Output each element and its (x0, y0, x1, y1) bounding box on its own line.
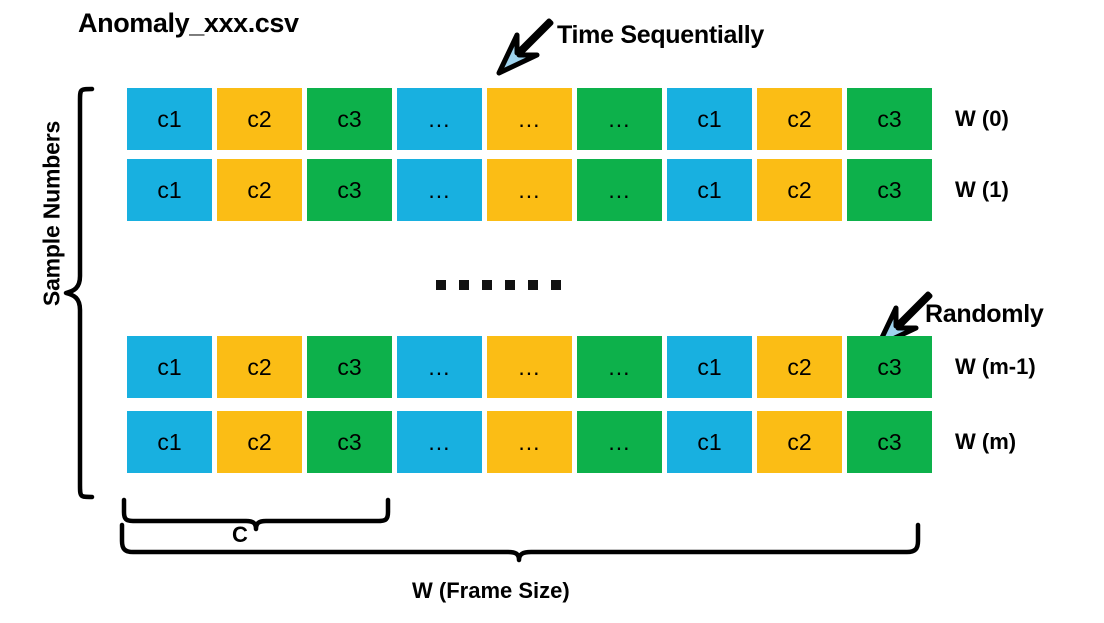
grid-cell-label: c3 (337, 428, 362, 455)
ellipsis-dot (459, 280, 469, 290)
grid-cell: c3 (847, 336, 932, 398)
ellipsis-dot (436, 280, 446, 290)
grid-cell-label: ... (608, 353, 631, 380)
grid-cell-label: c1 (697, 353, 722, 380)
row-label: W (m-1) (955, 354, 1036, 379)
grid-cell-label: ... (518, 428, 541, 455)
grid-cell-label: c2 (247, 105, 272, 132)
grid-cell: c1 (667, 411, 752, 473)
grid-cell: ... (487, 336, 572, 398)
grid-cell-label: c2 (787, 353, 812, 380)
grid-cell-label: c3 (877, 428, 902, 455)
grid-cell: ... (397, 336, 482, 398)
grid-cell: c3 (847, 88, 932, 150)
grid-cell: ... (577, 411, 662, 473)
row-label: W (m) (955, 429, 1017, 454)
grid-cell-label: ... (518, 105, 541, 132)
vertical-ellipsis-dots (436, 280, 561, 290)
grid-cell: c2 (757, 88, 842, 150)
sample-numbers-brace (62, 86, 95, 500)
ellipsis-dot (505, 280, 515, 290)
grid-cell: ... (577, 336, 662, 398)
row-label: W (1) (955, 177, 1009, 202)
time-sequentially-arrow-icon (487, 15, 557, 85)
frame-size-brace-label: W (Frame Size) (412, 578, 570, 603)
grid-cell-label: ... (608, 176, 631, 203)
grid-cell: c1 (127, 159, 212, 221)
grid-cell-label: ... (428, 428, 451, 455)
grid-cell: c3 (307, 88, 392, 150)
grid-cell: c2 (757, 411, 842, 473)
grid-cell-label: c3 (877, 176, 902, 203)
grid-cell: ... (487, 88, 572, 150)
grid-cell-label: c3 (877, 105, 902, 132)
grid-cell-label: c3 (337, 176, 362, 203)
grid-cell: c2 (217, 159, 302, 221)
grid-cell-label: ... (608, 105, 631, 132)
grid-cell-label: ... (608, 428, 631, 455)
grid-cell: c3 (307, 411, 392, 473)
grid-cell: c1 (667, 336, 752, 398)
grid-cell-label: c2 (787, 428, 812, 455)
grid-cell-label: c2 (247, 353, 272, 380)
grid-cell-label: c1 (697, 105, 722, 132)
grid-cell-label: c1 (157, 428, 182, 455)
grid-cell-label: c2 (247, 176, 272, 203)
channel-brace (120, 496, 392, 532)
grid-cell: ... (487, 159, 572, 221)
grid-cell: ... (577, 88, 662, 150)
row-label: W (0) (955, 106, 1009, 131)
grid-cell: c2 (217, 88, 302, 150)
grid-cell: c1 (127, 411, 212, 473)
grid-cell-label: ... (428, 176, 451, 203)
grid-cell-label: ... (518, 353, 541, 380)
grid-cell-label: c2 (787, 105, 812, 132)
grid-cell-label: c2 (247, 428, 272, 455)
grid-cell-label: c1 (697, 428, 722, 455)
grid-cell: ... (397, 159, 482, 221)
grid-cell-label: c3 (337, 105, 362, 132)
page-title: Anomaly_xxx.csv (78, 8, 299, 38)
grid-cell: ... (397, 88, 482, 150)
grid-cell-label: ... (428, 353, 451, 380)
grid-cell-label: c1 (157, 353, 182, 380)
grid-cell: c3 (847, 159, 932, 221)
grid-cell-label: c1 (697, 176, 722, 203)
channel-brace-label: C (232, 522, 248, 547)
grid-cell-label: c1 (157, 176, 182, 203)
grid-cell: c3 (847, 411, 932, 473)
grid-cell: c2 (757, 159, 842, 221)
grid-cell: c1 (127, 336, 212, 398)
grid-cell-label: c1 (157, 105, 182, 132)
grid-cell: ... (487, 411, 572, 473)
grid-cell: c1 (667, 88, 752, 150)
grid-cell-label: ... (428, 105, 451, 132)
grid-cell-label: c3 (337, 353, 362, 380)
time-sequentially-label: Time Sequentially (557, 21, 765, 49)
grid-cell: ... (577, 159, 662, 221)
ellipsis-dot (528, 280, 538, 290)
ellipsis-dot (482, 280, 492, 290)
grid-cell-label: c3 (877, 353, 902, 380)
grid-cell: c3 (307, 159, 392, 221)
grid-cell: c1 (127, 88, 212, 150)
grid-cell-label: ... (518, 176, 541, 203)
grid-cell: c2 (217, 411, 302, 473)
ellipsis-dot (551, 280, 561, 290)
grid-cell: ... (397, 411, 482, 473)
grid-cell: c2 (217, 336, 302, 398)
grid-cell-label: c2 (787, 176, 812, 203)
frame-size-brace (118, 521, 926, 563)
grid-cell: c3 (307, 336, 392, 398)
randomly-label: Randomly (925, 300, 1044, 328)
grid-cell: c2 (757, 336, 842, 398)
grid-cell: c1 (667, 159, 752, 221)
